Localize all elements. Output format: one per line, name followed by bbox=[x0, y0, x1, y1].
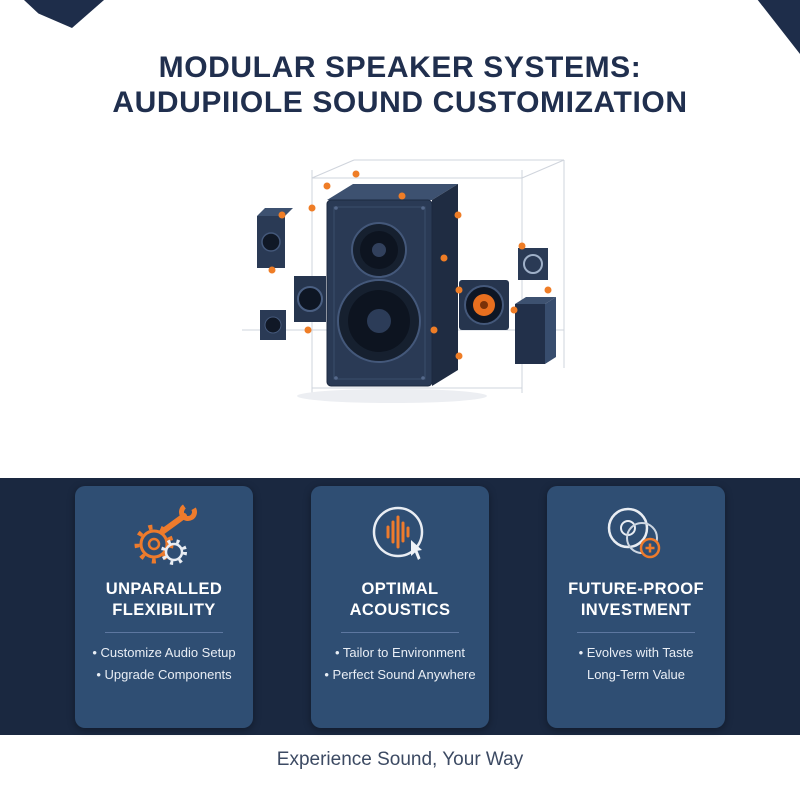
card-investment: FUTURE-PROOF INVESTMENT • Evolves with T… bbox=[547, 486, 725, 728]
card-divider bbox=[341, 632, 459, 633]
corner-accent-top-right bbox=[757, 0, 800, 54]
page-title: MODULAR SPEAKER SYSTEMS: AUDUPIIOLE SOUN… bbox=[0, 50, 800, 120]
satellite-modules-right bbox=[459, 248, 556, 364]
corner-accent-top-left bbox=[24, 0, 104, 28]
wrench-gear-icon bbox=[134, 502, 197, 565]
title-line-2: AUDUPIIOLE SOUND CUSTOMIZATION bbox=[112, 86, 688, 119]
card-title: FUTURE-PROOF INVESTMENT bbox=[568, 580, 704, 619]
card-divider bbox=[105, 632, 223, 633]
cursor-arrow-icon bbox=[411, 540, 422, 560]
speaker-exploded-illustration bbox=[242, 159, 565, 403]
sound-wave-icon bbox=[372, 506, 424, 560]
card-item: • Tailor to Environment bbox=[334, 645, 466, 660]
satellite-modules-left bbox=[257, 208, 326, 340]
main-speaker bbox=[326, 184, 458, 387]
card-acoustics: OPTIMAL ACOUSTICS • Tailor to Environmen… bbox=[311, 486, 489, 728]
card-item: • Perfect Sound Anywhere bbox=[324, 667, 476, 682]
title-line-1: MODULAR SPEAKER SYSTEMS: bbox=[158, 51, 642, 84]
speaker-upgrade-icon bbox=[607, 507, 661, 559]
benefit-cards: UNPARALLED FLEXIBILITY • Customize Audio… bbox=[0, 486, 800, 728]
speaker-shadow bbox=[297, 389, 487, 403]
card-item: Long-Term Value bbox=[586, 667, 686, 682]
accent-dots bbox=[268, 170, 552, 360]
card-title: OPTIMAL ACOUSTICS bbox=[349, 580, 451, 619]
card-item: • Evolves with Taste bbox=[578, 645, 694, 660]
card-flexibility: UNPARALLED FLEXIBILITY • Customize Audio… bbox=[75, 486, 253, 728]
card-divider bbox=[577, 632, 695, 633]
card-item: • Customize Audio Setup bbox=[92, 645, 236, 660]
card-title: UNPARALLED FLEXIBILITY bbox=[105, 580, 223, 619]
card-item: • Upgrade Components bbox=[96, 667, 232, 682]
tagline: Experience Sound, Your Way bbox=[276, 749, 524, 770]
